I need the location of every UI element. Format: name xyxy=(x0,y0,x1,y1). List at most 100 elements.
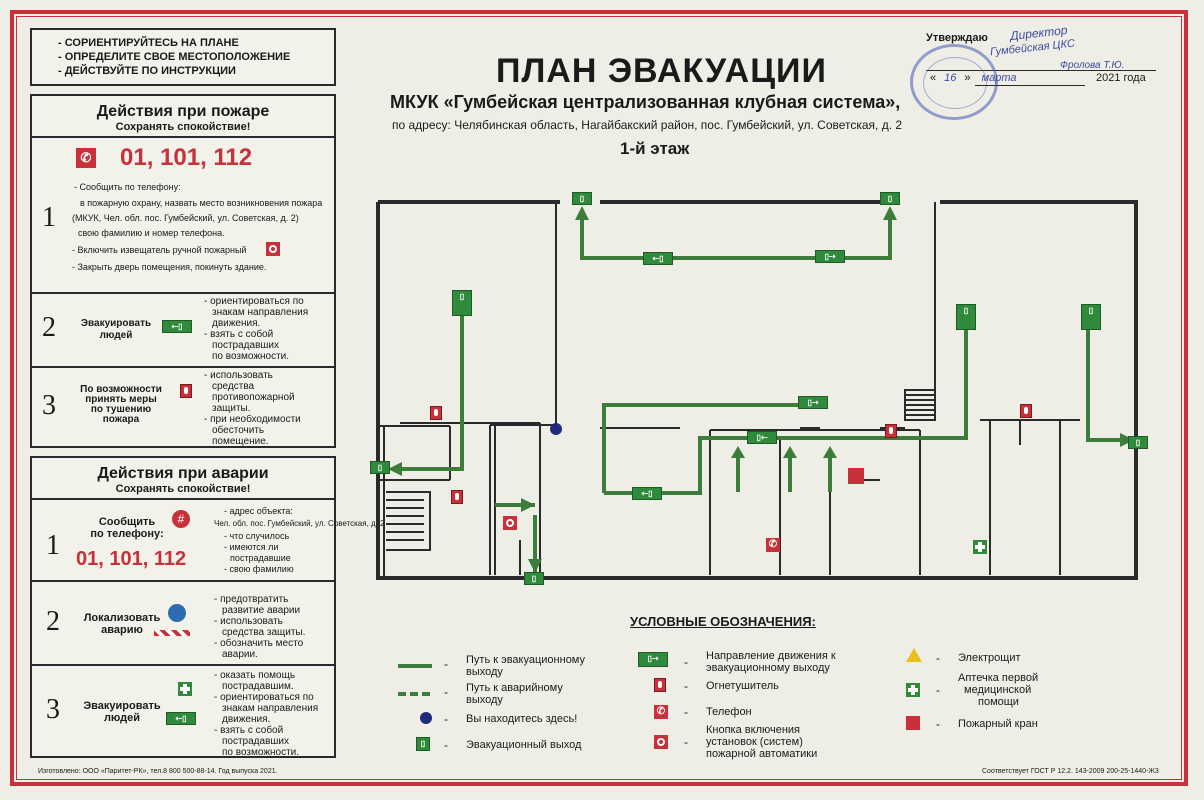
legend-dash: - xyxy=(684,735,688,749)
accident-step2-number: 2 xyxy=(46,606,60,637)
evacuation-exit-icon: ▯ xyxy=(572,192,592,205)
exit-direction-sign-icon: ⇠▯ xyxy=(166,712,196,725)
fire-step1-line: в пожарную охрану, назвать место возникн… xyxy=(80,198,323,208)
legend-item-text: Кнопка включения xyxy=(706,724,801,736)
exit-direction-sign-icon: ⇠▯ xyxy=(162,320,192,333)
legend-emergency-route-icon xyxy=(398,692,432,696)
fire-actions-box: Действия при пожаре Сохранять спокойстви… xyxy=(30,94,336,448)
legend-dash: - xyxy=(936,651,940,665)
approval-year: 2021 года xyxy=(1096,72,1146,84)
legend-dash: - xyxy=(936,683,940,697)
organization-address: по адресу: Челябинская область, Нагайбак… xyxy=(392,118,903,132)
evacuation-exit-icon: ▯ xyxy=(1081,304,1101,330)
fire-alarm-button-icon xyxy=(503,516,517,530)
legend-item-text: выходу xyxy=(466,666,503,678)
fire-step2-line: по возможности. xyxy=(212,351,290,362)
exit-direction-sign-icon: ⇠▯ xyxy=(643,252,673,265)
legend-item-text: Путь к эвакуационному xyxy=(466,654,585,666)
legend-item-text: Эвакуационный выход xyxy=(466,739,582,751)
legend-item-text: пожарной автоматики xyxy=(706,748,818,760)
legend-item-text: Электрощит xyxy=(958,652,1021,664)
accident-step3-number: 3 xyxy=(46,694,60,725)
legend-dash: - xyxy=(684,705,688,719)
accident-step3-line: пострадавших xyxy=(222,736,289,747)
accident-step2-line: - использовать xyxy=(214,616,283,627)
legend-item-text: Аптечка первой xyxy=(958,672,1039,684)
accident-actions-box: Действия при аварии Сохранять спокойстви… xyxy=(30,456,385,758)
exit-direction-sign-icon: ▯⇠ xyxy=(747,431,777,444)
accident-step2-line: - предотвратить xyxy=(214,594,289,605)
legend-item-text: Пожарный кран xyxy=(958,718,1038,730)
official-stamp xyxy=(910,44,998,120)
legend-dash: - xyxy=(444,738,448,752)
approval-date-line xyxy=(975,85,1085,86)
accident-step2-label: аварию xyxy=(101,624,143,636)
accident-step1-line: - адрес объекта: xyxy=(224,506,293,516)
accident-step1-line: - имеются ли xyxy=(224,542,279,552)
accident-step1-line: - что случилось xyxy=(224,531,290,541)
outer-red-frame xyxy=(10,10,1188,786)
legend-dash: - xyxy=(444,657,448,671)
fire-step3-label: По возможности xyxy=(80,384,162,395)
legend-you-are-here-icon xyxy=(420,712,432,724)
accident-step3-line: движения. xyxy=(222,714,271,725)
evacuation-exit-icon: ▯ xyxy=(524,572,544,585)
legend-first-aid-icon xyxy=(906,683,920,697)
legend-extinguisher-icon xyxy=(654,678,666,692)
accident-step2-label: Локализовать xyxy=(83,612,161,624)
legend-item-text: установок (систем) xyxy=(706,736,803,748)
route-center xyxy=(602,310,968,495)
extinguisher-icon xyxy=(180,384,192,398)
fire-step2-line: - взять с собой xyxy=(204,329,274,340)
legend-dash: - xyxy=(684,679,688,693)
fire-alarm-button-icon xyxy=(266,242,280,256)
accident-step3-label: людей xyxy=(103,712,141,724)
hash-icon: # xyxy=(172,510,190,528)
accident-step3-line: - оказать помощь xyxy=(214,670,296,681)
respirator-icon xyxy=(168,604,186,622)
interior-walls xyxy=(378,202,936,578)
accident-step1-line: Чел. обл. пос. Гумбейский, ул. Советская… xyxy=(214,519,385,528)
phone-icon: ✆ xyxy=(76,148,96,168)
accident-actions-title: Действия при аварии xyxy=(97,465,269,482)
accident-step2-line: средства защиты. xyxy=(222,627,306,638)
fire-actions-title: Действия при пожаре xyxy=(96,103,270,120)
orientation-box: - СОРИЕНТИРУЙТЕСЬ НА ПЛАНЕ - ОПРЕДЕЛИТЕ … xyxy=(30,28,336,86)
legend-evac-route-icon xyxy=(398,664,432,668)
fire-step1-line: - Сообщить по телефону: xyxy=(74,182,181,192)
fire-step1-line: (МКУК, Чел. обл. пос. Гумбейский, ул. Со… xyxy=(72,213,299,223)
exit-direction-sign-icon: ⇠▯ xyxy=(632,487,662,500)
evacuation-exit-icon: ▯ xyxy=(1128,436,1148,449)
fire-step3-number: 3 xyxy=(42,390,56,421)
accident-step2-line: аварии. xyxy=(222,649,258,660)
inner-red-frame xyxy=(16,16,1182,780)
fire-actions-subtitle: Сохранять спокойствие! xyxy=(115,121,251,133)
legend-item-text: Направление движения к xyxy=(706,650,836,662)
approval-label: Утверждаю xyxy=(926,32,988,44)
phone-icon: ✆ xyxy=(766,538,780,552)
plan-title: ПЛАН ЭВАКУАЦИИ xyxy=(496,52,827,90)
fire-step3-line: - при необходимости xyxy=(204,414,301,425)
footer-manufacturer: Изготовлено: ООО «Паритет-РК», тел.8 800… xyxy=(38,768,278,775)
fire-step2-number: 2 xyxy=(42,312,56,343)
accident-step3-line: - взять с собой xyxy=(214,725,284,736)
organization-name: МКУК «Гумбейская централизованная клубна… xyxy=(390,92,901,112)
fire-step3-label: по тушению xyxy=(90,404,152,415)
route-top xyxy=(580,210,892,260)
legend-item-text: Путь к аварийному xyxy=(466,682,563,694)
approval-date: «16» марта xyxy=(930,72,1017,84)
route-left xyxy=(392,302,464,471)
accident-step1-number: 1 xyxy=(46,530,60,561)
fire-step2-line: движения. xyxy=(212,318,261,329)
fire-step1-line: - Включить извещатель ручной пожарный xyxy=(72,245,247,255)
legend-dash: - xyxy=(444,685,448,699)
fire-step2-label: Эвакуировать xyxy=(80,318,152,329)
legend-electrical-panel-icon xyxy=(906,648,922,662)
approval-signature: Фролова Т.Ю. xyxy=(1060,60,1125,71)
legend-dash: - xyxy=(936,717,940,731)
accident-step1-line: пострадавшие xyxy=(230,553,291,563)
fire-step2-label: людей xyxy=(99,330,133,341)
fire-step3-line: противопожарной xyxy=(212,392,295,403)
fire-step3-label: принять меры xyxy=(85,394,157,405)
